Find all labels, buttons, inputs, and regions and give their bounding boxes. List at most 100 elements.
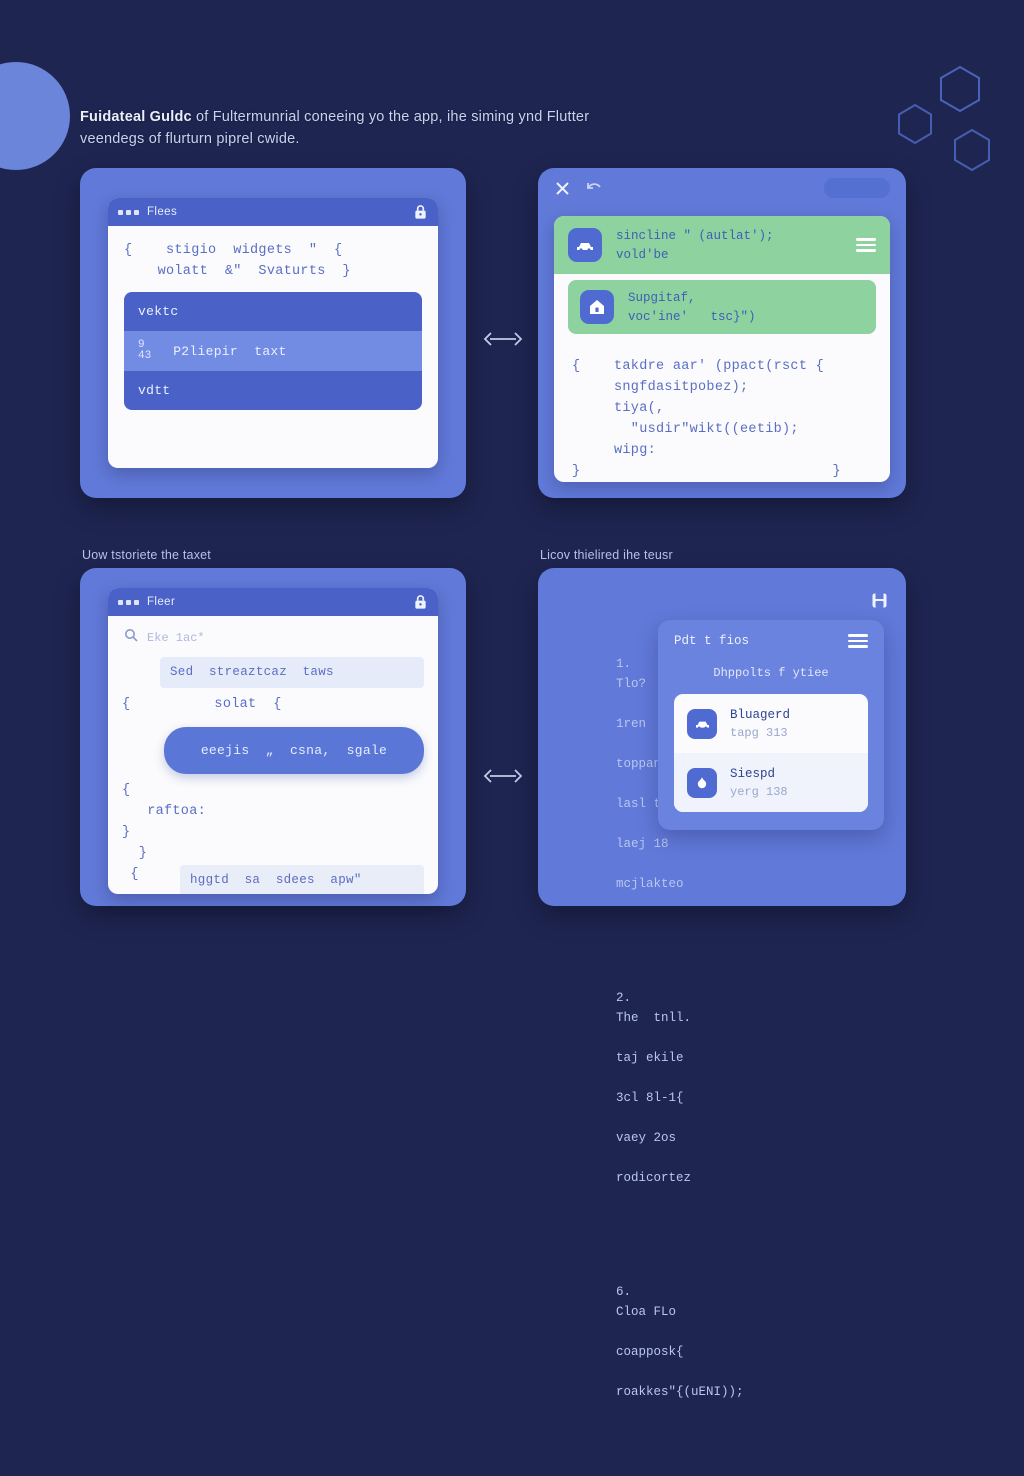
search-input[interactable]: Eke 1ac* bbox=[122, 626, 424, 655]
code-sheet: sincline " (autlat'); vold'be Supgitaf, … bbox=[554, 216, 890, 482]
band-middle[interactable]: 9 43 P2liepir taxt bbox=[124, 331, 422, 371]
code-line: } bbox=[122, 846, 148, 861]
list-item[interactable]: Siespd yerg 138 bbox=[674, 753, 868, 812]
cta-button[interactable]: eeejis „ csna, sgale bbox=[164, 727, 424, 774]
band-group: vektc 9 43 P2liepir taxt vdtt bbox=[124, 292, 422, 410]
footer-highlight-text: hggtd sa sdees apw" bbox=[190, 873, 362, 887]
band-upper[interactable]: vektc bbox=[124, 292, 422, 331]
intro-rest: of Fultermunrial coneeing yo the app, ih… bbox=[191, 109, 590, 125]
green-row2-text: Supgitaf, voc'ine' tsc}") bbox=[628, 288, 864, 326]
window-titlebar: Fleer bbox=[108, 588, 438, 616]
list-line: toppan bbox=[616, 757, 662, 771]
panel-top-left: Flees { stigio widgets " { wolatt &" Sva… bbox=[80, 168, 466, 498]
list-line: roakkes"{(uENI)); bbox=[616, 1385, 744, 1399]
inner-panel-subtitle: Dhppolts f ytiee bbox=[713, 666, 829, 680]
green-row-primary[interactable]: sincline " (autlat'); vold'be bbox=[554, 216, 890, 274]
result-list: Bluagerd tapg 313 Siespd yerg 138 bbox=[674, 694, 868, 812]
footer-highlight[interactable]: hggtd sa sdees apw" bbox=[180, 865, 424, 894]
list-item: 2. The tnll. taj ekile 3cl 8l-1{ vaey 2o… bbox=[556, 968, 691, 1208]
window-body: Eke 1ac* Sed streaztcaz taws { solat { e… bbox=[108, 616, 438, 894]
list-line: vaey 2os bbox=[616, 1131, 677, 1145]
band-badge-bottom: 43 bbox=[138, 350, 152, 362]
code-line: { takdre aar' (ppact(rsct { bbox=[572, 359, 825, 374]
close-icon[interactable] bbox=[554, 180, 571, 197]
panel-top-right: sincline " (autlat'); vold'be Supgitaf, … bbox=[538, 168, 906, 498]
list-line: The tnll. bbox=[616, 1011, 692, 1025]
page-root: Fuidateal Guldc of Fultermunrial coneein… bbox=[0, 62, 992, 1399]
green-row-line2: vold'be bbox=[616, 248, 669, 262]
list-item-text: Siespd yerg 138 bbox=[730, 764, 788, 801]
home-icon bbox=[580, 290, 614, 324]
inner-panel: Pdt t fios Dhppolts f ytiee Bluagerd tap… bbox=[658, 620, 884, 830]
sheet-code-block: { takdre aar' (ppact(rsct { sngfdasitpob… bbox=[554, 344, 890, 482]
band-upper-label: vektc bbox=[138, 304, 179, 319]
list-number: 2. bbox=[616, 991, 632, 1005]
cta-label: eeejis „ csna, sgale bbox=[200, 743, 388, 758]
hamburger-icon[interactable] bbox=[856, 238, 876, 252]
car-icon bbox=[687, 708, 717, 739]
pill-button[interactable] bbox=[824, 178, 890, 198]
code-line: } bbox=[122, 825, 131, 840]
lock-icon[interactable] bbox=[413, 204, 428, 220]
search-placeholder: Eke 1ac* bbox=[147, 630, 205, 645]
circle-shape bbox=[0, 62, 70, 170]
double-arrow-icon bbox=[482, 328, 524, 355]
list-item-text: Bluagerd tapg 313 bbox=[730, 705, 790, 742]
list-line: Cloa FLo bbox=[616, 1305, 677, 1319]
inner-panel-title: Pdt t fios bbox=[674, 634, 750, 648]
save-icon[interactable] bbox=[871, 592, 888, 614]
hamburger-icon[interactable] bbox=[848, 634, 868, 648]
code-line: wolatt &" Svaturts } bbox=[124, 264, 351, 279]
band-lower[interactable]: vdtt bbox=[124, 371, 422, 410]
undo-icon[interactable] bbox=[585, 180, 603, 196]
list-item-subtitle: tapg 313 bbox=[730, 726, 788, 740]
window-title: Fleer bbox=[147, 596, 176, 608]
caption-bottom-right: Licov thielired ihe teusr bbox=[540, 548, 673, 562]
green-row-secondary[interactable]: Supgitaf, voc'ine' tsc}") bbox=[554, 274, 890, 344]
list-item-subtitle: yerg 138 bbox=[730, 785, 788, 799]
search-icon bbox=[124, 628, 138, 647]
hexagon-outline bbox=[952, 128, 992, 172]
list-item[interactable]: Bluagerd tapg 313 bbox=[674, 694, 868, 753]
code-line: { bbox=[122, 783, 131, 798]
green-row2-line2: voc'ine' tsc}") bbox=[628, 310, 756, 324]
hexagon-outline bbox=[896, 103, 934, 145]
band-badge: 9 43 bbox=[138, 340, 151, 362]
car-icon bbox=[568, 228, 602, 262]
window-body: { stigio widgets " { wolatt &" Svaturts … bbox=[108, 226, 438, 426]
green-row-text: sincline " (autlat'); vold'be bbox=[616, 226, 842, 264]
list-line: rodicortez bbox=[616, 1171, 692, 1185]
band-badge-top: 9 bbox=[138, 339, 145, 351]
code-line: { bbox=[122, 867, 139, 882]
panel-toolbar bbox=[538, 168, 906, 208]
green-row2-line1: Supgitaf, bbox=[628, 291, 696, 305]
code-line: sngfdasitpobez); bbox=[572, 380, 749, 395]
intro-line2: veendegs of flurturn piprel cwide. bbox=[80, 131, 300, 147]
code-window: Flees { stigio widgets " { wolatt &" Sva… bbox=[108, 198, 438, 468]
window-dots bbox=[118, 599, 139, 605]
list-number: 1. bbox=[616, 657, 632, 671]
code-line: "usdir"wikt((eetib); bbox=[572, 422, 799, 437]
intro-strong: Fuidateal Guldc bbox=[80, 109, 192, 125]
code-line: tiya(, bbox=[572, 401, 665, 416]
drop-icon bbox=[687, 767, 717, 798]
hexagon-outline bbox=[938, 65, 982, 113]
window-titlebar: Flees bbox=[108, 198, 438, 226]
window-title: Flees bbox=[147, 206, 178, 218]
code-line: } } bbox=[572, 464, 841, 479]
intro-paragraph: Fuidateal Guldc of Fultermunrial coneein… bbox=[80, 106, 640, 150]
double-arrow-icon bbox=[482, 765, 524, 792]
lock-icon[interactable] bbox=[413, 594, 428, 610]
caption-bottom-left: Uow tstoriete the taxet bbox=[82, 548, 211, 562]
code-line: { solat { bbox=[122, 697, 282, 712]
panel-bottom-right: 1. Tlo? strecle uel 1ren coy 1{ toppan l… bbox=[538, 568, 906, 1399]
highlighted-code-line[interactable]: Sed streaztcaz taws bbox=[160, 657, 424, 688]
highlight-text: Sed streaztcaz taws bbox=[170, 665, 334, 679]
code-line: wipg: bbox=[572, 443, 657, 458]
list-item: 6. Cloa FLo coapposk{ roakkes"{(uENI)); bbox=[556, 1262, 744, 1422]
band-lower-label: vdtt bbox=[138, 383, 171, 398]
list-line: coapposk{ bbox=[616, 1345, 684, 1359]
green-row-line1: sincline " (autlat'); bbox=[616, 229, 774, 243]
list-line: 3cl 8l-1{ bbox=[616, 1091, 684, 1105]
list-line: taj ekile bbox=[616, 1051, 684, 1065]
